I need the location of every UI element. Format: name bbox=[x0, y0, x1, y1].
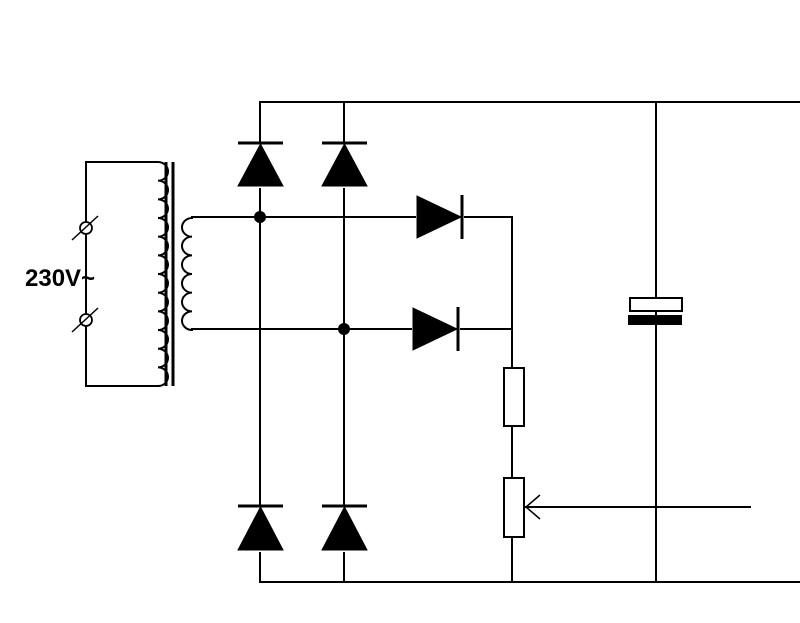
diode-auxiliary-upper bbox=[416, 195, 464, 239]
transformer-secondary-winding bbox=[181, 216, 194, 332]
potentiometer-wiper-arrow bbox=[524, 494, 541, 520]
junction-dot bbox=[338, 323, 350, 335]
potentiometer bbox=[503, 477, 541, 538]
transformer bbox=[156, 160, 345, 388]
mains-input: 230V~ bbox=[25, 161, 159, 387]
diode-bridge-bottom-left bbox=[237, 504, 284, 552]
diode-bridge-top-right bbox=[321, 141, 368, 188]
transformer-primary-winding bbox=[156, 160, 169, 388]
diode-bridge-bottom-right bbox=[321, 504, 368, 552]
mains-terminal-top bbox=[71, 215, 99, 241]
diode-auxiliary-lower bbox=[412, 307, 460, 351]
junction-dot bbox=[254, 211, 266, 223]
diode-bridge-top-left bbox=[237, 141, 284, 188]
mains-terminal-bottom bbox=[71, 307, 99, 333]
capacitor-electrolytic bbox=[628, 297, 683, 325]
resistor bbox=[503, 367, 525, 427]
mains-voltage-label: 230V~ bbox=[25, 265, 95, 292]
